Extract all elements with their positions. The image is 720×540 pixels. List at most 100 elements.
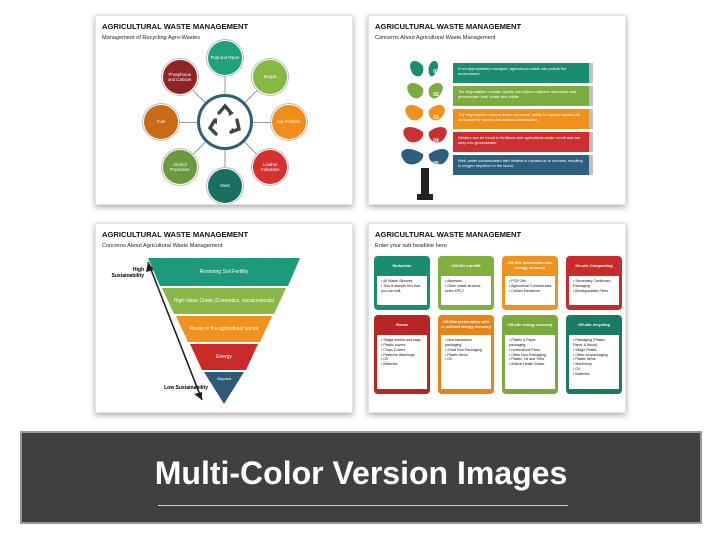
recycling-node: Pulp and Paper [207, 40, 243, 76]
high-sustainability-label: High Sustainability [111, 267, 144, 279]
recycling-node: Biogas [252, 58, 289, 95]
concern-number: 05 [433, 161, 439, 167]
slide-thumbnail-recycling[interactable]: AGRICULTURAL WASTE MANAGEMENT Management… [95, 15, 353, 205]
slide-title: AGRICULTURAL WASTE MANAGEMENT [102, 230, 249, 239]
card-item: PCB Oils [509, 279, 552, 284]
card-item: All Waste Streams [381, 279, 424, 284]
banner: Multi-Color Version Images [20, 431, 702, 524]
card-body: Non-hazardous packagingSmall Non-Packagi… [441, 335, 491, 389]
card-item: Biodegradable Films [573, 289, 616, 294]
card-item: Batteries [573, 372, 616, 377]
low-sustainability-label: Low Sustainability [164, 385, 208, 391]
card-item: Oil [445, 357, 488, 362]
card-item: Non-hazardous packaging [445, 338, 488, 348]
banner-title: Multi-Color Version Images [154, 455, 568, 491]
card-item: Batteries [381, 362, 424, 367]
card-body: All Waste StreamsThis is sample text tha… [377, 276, 427, 305]
recycling-node: Phosphorus and Calcium [161, 58, 198, 95]
concern-row: The degradation reduces these resources'… [453, 109, 593, 129]
pyramid-tier-label: High-Value Chain (Cosmetics, nutraceutic… [173, 298, 275, 304]
card-body: PCB OilsAgricultural ConcentratesCertain… [505, 276, 555, 305]
card-body: Silage sheets and bagsPlastic coversCrop… [377, 335, 427, 389]
card-item: Oil [381, 357, 424, 362]
recycle-icon [207, 103, 241, 136]
card-item: Pesticide Washings [381, 353, 424, 358]
pyramid-tier-shape [204, 372, 244, 404]
slide-title: AGRICULTURAL WASTE MANAGEMENT [375, 230, 522, 239]
card-title: Reduction [392, 262, 412, 268]
card-item: Plastic, Oil and Tires [509, 357, 552, 362]
slide-thumbnail-pyramid[interactable]: AGRICULTURAL WASTE MANAGEMENT Concerns A… [95, 223, 353, 413]
recycle-hub [197, 94, 253, 150]
card-title: On-site Composting [575, 262, 613, 268]
recycling-node: Leather Industries [252, 149, 289, 186]
concern-row: Well, water contaminated with nitrates i… [453, 155, 593, 175]
card-item: Asbestos [445, 279, 488, 284]
waste-card: Off-Site Incineration with or without en… [438, 315, 494, 394]
pyramid-tier-shape [162, 288, 286, 314]
card-item: Machinery [573, 362, 616, 367]
pyramid-tier-label: Disposal [216, 376, 232, 381]
recycling-node: Alcohol Production [161, 149, 198, 186]
banner-underline [158, 505, 568, 506]
card-item: Animal Health Waste [509, 362, 552, 367]
waste-card: Off-site energy recoveryPlastic & Paper … [502, 315, 558, 394]
card-item: Other waste streams when EPC2 [445, 284, 488, 294]
pyramid-tier-shape [148, 258, 300, 286]
card-item: Agricultural Concentrates [509, 284, 552, 289]
card-item: Other nonpackaging [573, 353, 616, 358]
slide-title: AGRICULTURAL WASTE MANAGEMENT [102, 22, 249, 31]
slide-subtitle: Enter your sub headline here [375, 243, 447, 249]
concern-row: Nitrates can be found in fertilizers and… [453, 132, 593, 152]
pyramid-tier-shape [190, 344, 258, 370]
card-item: Plastic covers [381, 343, 424, 348]
waste-card: ReuseSilage sheets and bagsPlastic cover… [374, 315, 430, 394]
slide-thumbnail-concerns[interactable]: AGRICULTURAL WASTE MANAGEMENT Concerns A… [368, 15, 626, 205]
recycling-node: Meat [207, 168, 243, 204]
slide-title: AGRICULTURAL WASTE MANAGEMENT [375, 22, 522, 31]
card-title: Off-Site Landfill [451, 262, 481, 268]
concern-row: The degradation of water quality can imp… [453, 86, 593, 106]
card-title: Off-Site Incineration w/o energy recover… [507, 260, 553, 270]
pyramid-tier-label: Restoring Soil Fertility [199, 269, 249, 275]
slide-subtitle: Concerns About Agricultural Waste Manage… [102, 243, 223, 249]
concern-number: 04 [433, 138, 439, 144]
card-item: Small Non-Packaging [445, 348, 488, 353]
card-body: Secondary Cardboard PackagingBiodegradab… [569, 276, 619, 305]
card-item: Crops Covers [381, 348, 424, 353]
concern-number: 03 [433, 115, 439, 121]
pyramid-svg [148, 258, 300, 404]
waste-card: Off-site recyclingPackaging (Plastic, Pa… [566, 315, 622, 394]
card-item: Plastic Items [445, 353, 488, 358]
sustainability-arrow [146, 261, 203, 401]
pyramid-tier-label: Reuse in the agricultural sector [189, 326, 259, 332]
card-item: Plastic & Paper packaging [509, 338, 552, 348]
slide-subtitle: Management of Recycling Agro-Wastes [102, 35, 201, 41]
card-item: Oil [573, 367, 616, 372]
concern-number: 01 [433, 69, 439, 75]
waste-card: On-site CompostingSecondary Cardboard Pa… [566, 256, 622, 310]
card-item: Certain Medicines [509, 289, 552, 294]
card-item: Silage sheets and bags [381, 338, 424, 343]
card-body: Packaging (Plastic, Paper & Wood)Silage … [569, 335, 619, 389]
card-item: This is sample text that you can edit. [381, 284, 424, 294]
card-body: AsbestosOther waste streams when EPC2 [441, 276, 491, 305]
pyramid-tier-shape [176, 316, 272, 342]
recycling-node: Fuel [143, 104, 179, 140]
wheat-icon [401, 60, 449, 200]
card-title: Reuse [396, 321, 408, 327]
card-title: Off-site recycling [578, 321, 610, 327]
waste-card: ReductionAll Waste StreamsThis is sample… [374, 256, 430, 310]
card-title: Off-site energy recovery [507, 321, 553, 327]
card-item: Packaging (Plastic, Paper & Wood) [573, 338, 616, 348]
concern-row: If not appropriately managed, agricultur… [453, 63, 593, 83]
card-item: Secondary Cardboard Packaging [573, 279, 616, 289]
waste-card: Off-Site LandfillAsbestosOther waste str… [438, 256, 494, 310]
slide-thumbnail-cards[interactable]: AGRICULTURAL WASTE MANAGEMENT Enter your… [368, 223, 626, 413]
pyramid-tier-label: Energy [216, 354, 232, 360]
card-item: Horticultural Films [509, 348, 552, 353]
concern-number: 02 [433, 92, 439, 98]
card-item: Plastic items [573, 357, 616, 362]
slide-subtitle: Concerns About Agricultural Waste Manage… [375, 35, 496, 41]
recycling-node: Bio-Fertilizer [271, 104, 307, 140]
